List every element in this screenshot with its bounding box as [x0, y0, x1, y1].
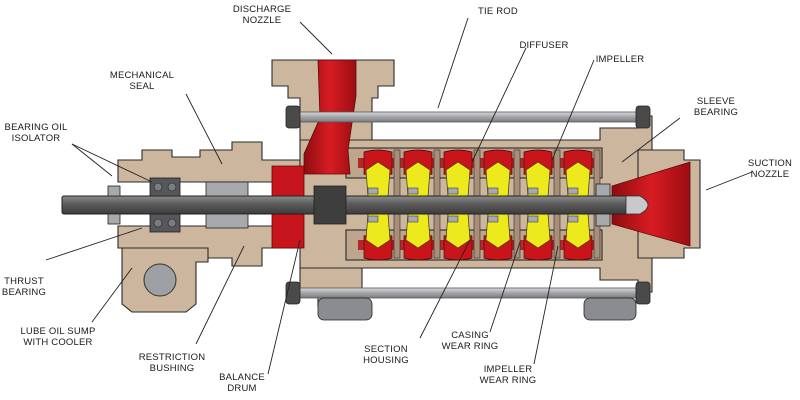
impeller-upper [565, 161, 591, 197]
wear-ring [447, 215, 459, 223]
impeller-lower [565, 213, 591, 249]
impeller-upper [445, 161, 471, 197]
impeller-lower [485, 213, 511, 249]
wear-ring [407, 215, 419, 223]
wear-ring [567, 215, 579, 223]
label-tie-rod: TIE ROD [478, 6, 518, 17]
wear-ring [367, 215, 379, 223]
impeller-upper [525, 161, 551, 197]
impeller-lower [365, 213, 391, 249]
impeller-lower [445, 213, 471, 249]
impeller-lower [525, 213, 551, 249]
balance-chamber [271, 165, 305, 199]
wear-ring [407, 187, 419, 195]
wear-ring [487, 187, 499, 195]
wear-ring [367, 187, 379, 195]
impeller-stages [363, 149, 601, 261]
impeller-lower [405, 213, 431, 249]
bolt-heads [285, 105, 651, 321]
wear-ring [527, 187, 539, 195]
sight-glass [143, 263, 177, 297]
wear-ring [487, 215, 499, 223]
label-diffuser: DIFFUSER [519, 40, 568, 51]
impeller-upper [405, 161, 431, 197]
bearings-and-seals [107, 177, 611, 297]
wear-ring [527, 215, 539, 223]
leader-lines [45, 17, 753, 375]
impeller-upper [485, 161, 511, 197]
label-impeller: IMPELLER [596, 54, 645, 65]
impeller-upper [365, 161, 391, 197]
wear-ring [567, 187, 579, 195]
wear-ring [447, 187, 459, 195]
shaft [61, 185, 649, 225]
